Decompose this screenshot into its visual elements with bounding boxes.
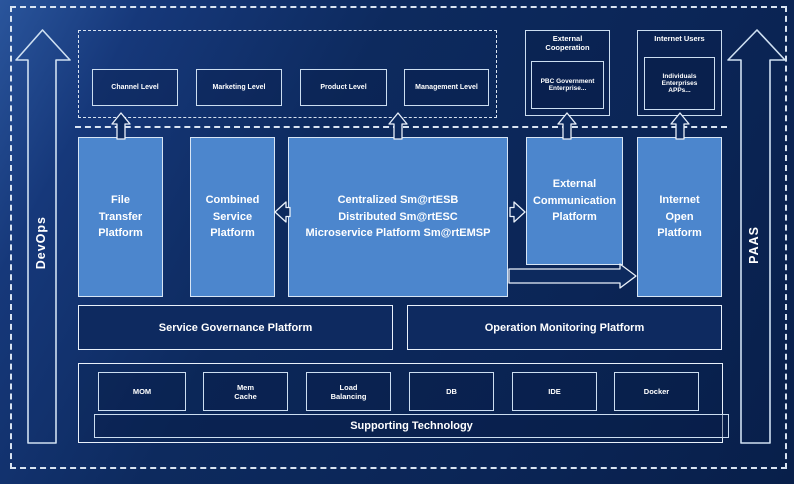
external-cooperation-title: External Cooperation [545,34,590,53]
outer-dashed-border [10,6,787,469]
level-box-management: Management Level [404,69,489,106]
external-communication-platform-box: External Communication Platform [526,137,623,265]
level-box-channel: Channel Level [92,69,178,106]
internet-users-title: Internet Users [654,34,705,43]
tech-box-load-balancing: Load Balancing [306,372,391,411]
levels-group-box: Channel Level Marketing Level Product Le… [78,30,497,118]
tech-box-docker: Docker [614,372,699,411]
operation-monitoring-platform-box: Operation Monitoring Platform [407,305,722,350]
tech-box-mom: MOM [98,372,186,411]
combined-service-platform-box: Combined Service Platform [190,137,275,297]
tech-box-ide: IDE [512,372,597,411]
external-cooperation-members: PBC Government Enterprise... [531,61,604,109]
file-transfer-platform-box: File Transfer Platform [78,137,163,297]
level-box-product: Product Level [300,69,387,106]
devops-rail-label: DevOps [34,216,48,270]
tech-box-db: DB [409,372,494,411]
internet-open-platform-box: Internet Open Platform [637,137,722,297]
internet-users-box: Internet Users Individuals Enterprises A… [637,30,722,116]
service-governance-platform-box: Service Governance Platform [78,305,393,350]
internet-users-members: Individuals Enterprises APPs... [644,57,715,110]
external-cooperation-box: External Cooperation PBC Government Ente… [525,30,610,116]
supporting-technology-container: MOM Mem Cache Load Balancing DB IDE Dock… [78,363,729,443]
level-box-marketing: Marketing Level [196,69,282,106]
paas-rail-label: PAAS [747,226,761,264]
supporting-technology-bar: Supporting Technology [94,414,729,438]
tech-box-mem-cache: Mem Cache [203,372,288,411]
central-esb-platform-box: Centralized Sm@rtESB Distributed Sm@rtES… [288,137,508,297]
dashed-separator-line [75,126,727,128]
